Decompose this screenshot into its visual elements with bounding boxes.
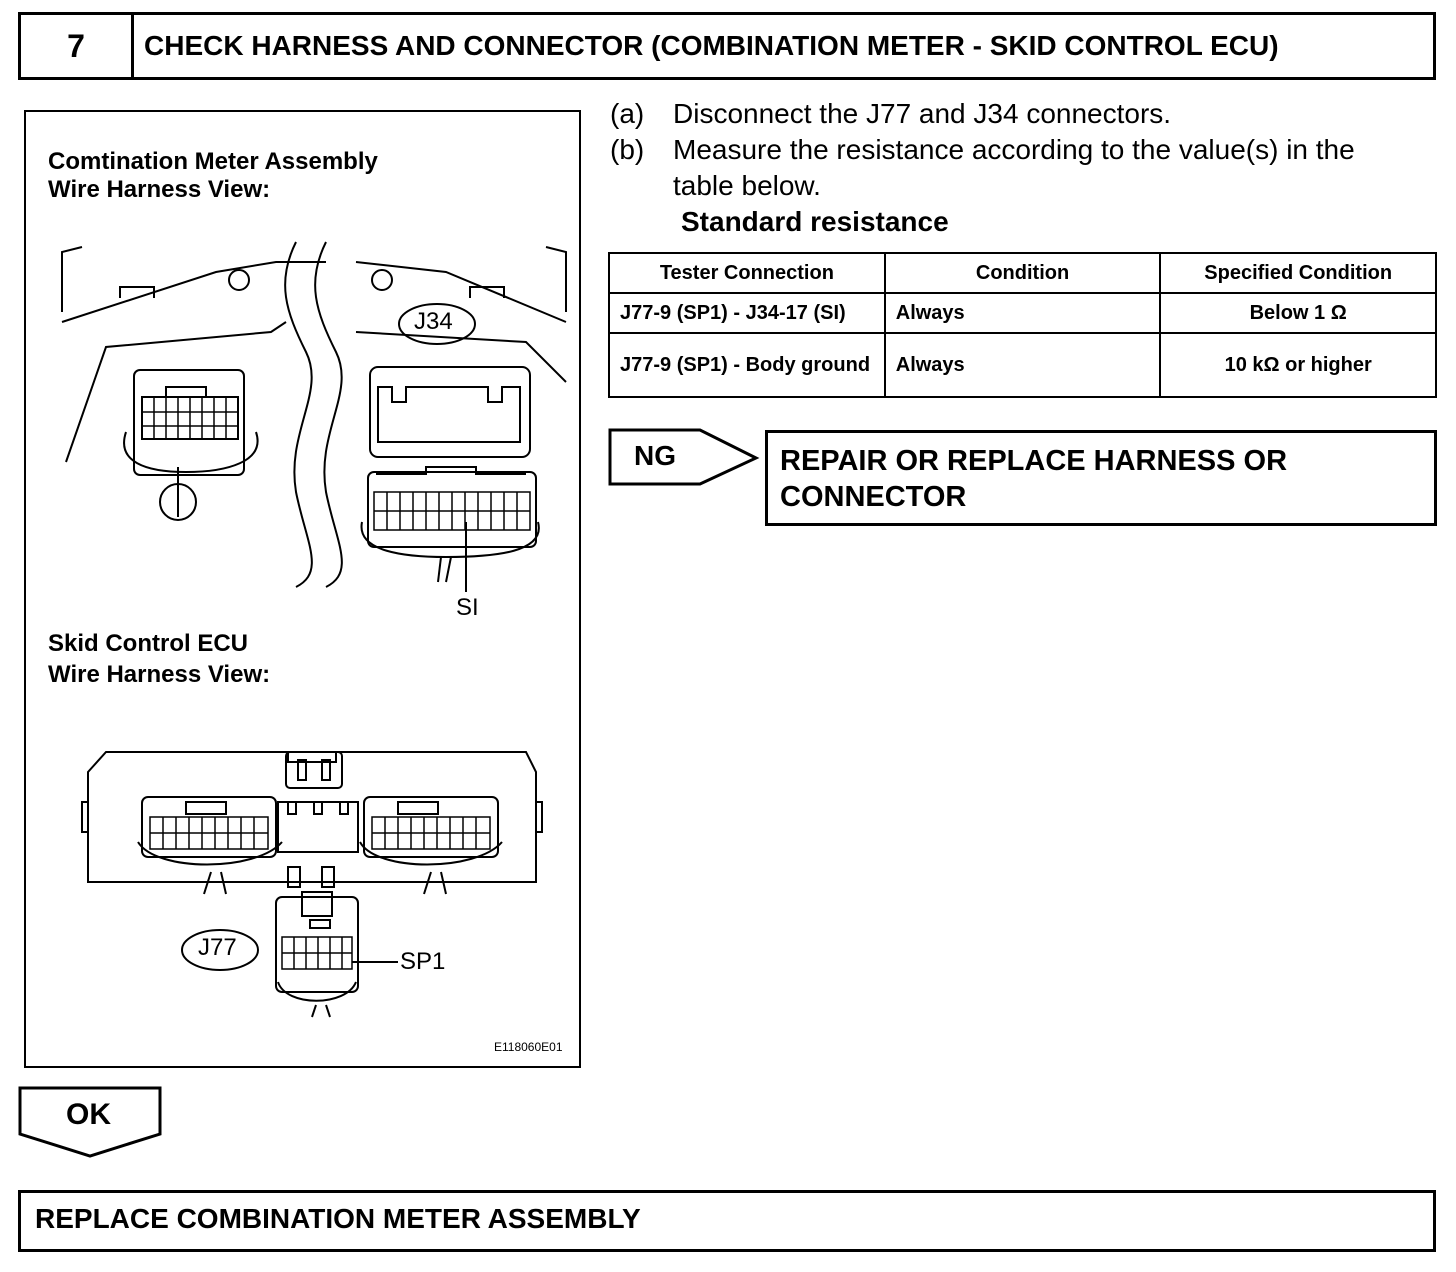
step-header: 7 CHECK HARNESS AND CONNECTOR (COMBINATI… (18, 12, 1436, 80)
row1-condition: Always (883, 292, 1162, 334)
header-condition: Condition (883, 252, 1162, 294)
spec-table: Tester Connection Condition Specified Co… (608, 252, 1437, 398)
instruction-letter-b: (b) (610, 134, 645, 165)
row2-specified: 10 kΩ or higher (1159, 332, 1437, 398)
final-action-box: REPLACE COMBINATION METER ASSEMBLY (18, 1190, 1436, 1252)
instruction-text-a: Disconnect the J77 and J34 connectors. (673, 98, 1172, 129)
step-number: 7 (21, 15, 134, 77)
header-specified-condition: Specified Condition (1159, 252, 1437, 294)
j34-connector-pins (373, 491, 531, 531)
connector-diagram (61, 241, 567, 1018)
j34-label: J34 (414, 308, 453, 335)
instruction-text-b: Measure the resistance according to the … (673, 134, 1355, 165)
row1-specified: Below 1 Ω (1159, 292, 1437, 334)
ecu-view-label-2: Wire Harness View: (48, 661, 271, 688)
si-terminal-label: SI (456, 594, 479, 621)
table-row: J77-9 (SP1) - J34-17 (SI) Always Below 1… (608, 292, 1437, 334)
j77-label-ellipse (181, 929, 259, 971)
ng-arrow-icon (608, 428, 760, 486)
figure-id: E118060E01 (494, 1040, 563, 1054)
ok-label: OK (66, 1098, 111, 1131)
meter-connector-pins (142, 397, 238, 439)
header-tester-connection: Tester Connection (608, 252, 886, 294)
meter-view-label-2: Wire Harness View: (48, 176, 271, 203)
standard-resistance-heading: Standard resistance (681, 206, 949, 237)
ecu-view-label-1: Skid Control ECU (48, 630, 249, 657)
step-title: CHECK HARNESS AND CONNECTOR (COMBINATION… (144, 30, 1279, 61)
table-header-row: Tester Connection Condition Specified Co… (608, 252, 1437, 294)
j77-connector-pins (281, 936, 353, 970)
instruction-text-b-cont: table below. (673, 170, 821, 201)
meter-view-label-1: Comtination Meter Assembly (48, 148, 378, 175)
j77-label: J77 (198, 934, 237, 961)
row2-connection: J77-9 (SP1) - Body ground (608, 332, 886, 398)
sp1-terminal-label: SP1 (400, 948, 446, 975)
table-row: J77-9 (SP1) - Body ground Always 10 kΩ o… (608, 332, 1437, 398)
instruction-letter-a: (a) (610, 98, 645, 129)
wiring-figure: Comtination Meter Assembly Wire Harness … (24, 110, 581, 1068)
j34-label-ellipse (398, 303, 476, 345)
row2-condition: Always (883, 332, 1162, 398)
ng-label: NG (634, 440, 676, 471)
row1-connection: J77-9 (SP1) - J34-17 (SI) (608, 292, 886, 334)
ng-action-box: REPAIR OR REPLACE HARNESS OR CONNECTOR (765, 430, 1437, 526)
ok-arrow-icon (18, 1086, 162, 1158)
